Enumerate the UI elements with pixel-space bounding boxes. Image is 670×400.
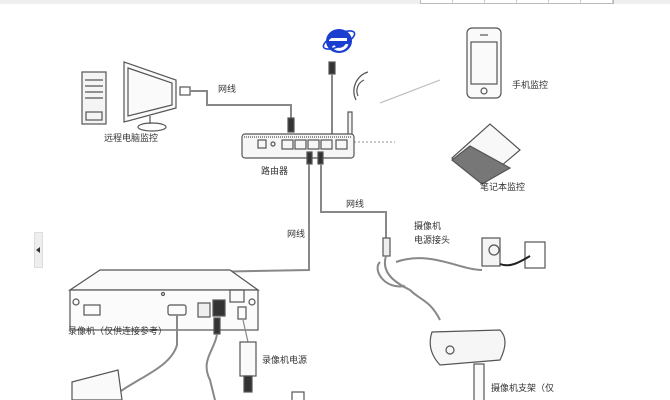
nvr-recorder-icon xyxy=(68,269,260,331)
label-camera-bracket: 摄像机支架（仅 xyxy=(491,384,555,394)
nvr-power-supply-icon xyxy=(239,341,257,377)
top-bar xyxy=(0,0,670,4)
label-laptop: 笔记本监控 xyxy=(480,183,526,193)
label-cable-top: 网线 xyxy=(218,85,237,95)
label-remote-pc: 远程电脑监控 xyxy=(104,134,159,144)
rj45-plug-icon xyxy=(287,117,295,133)
label-router: 路由器 xyxy=(261,167,289,177)
rj45-plug-icon xyxy=(179,86,191,96)
side-collapse-handle[interactable] xyxy=(34,232,43,268)
label-nvr-power: 录像机电源 xyxy=(262,356,308,366)
power-adapter-icon xyxy=(481,237,546,269)
phone-icon xyxy=(466,27,502,99)
mouse-icon xyxy=(291,391,305,400)
monitor-icon xyxy=(123,61,177,132)
laptop-icon xyxy=(451,123,521,185)
label-nvr: 录像机（仅供连接参考） xyxy=(68,327,168,337)
ie-logo-icon xyxy=(322,29,356,53)
label-camera-power-1: 摄像机 xyxy=(414,222,442,232)
label-camera-power-2: 电源接头 xyxy=(414,236,451,246)
label-phone: 手机监控 xyxy=(512,81,549,91)
label-cable-mid: 网线 xyxy=(287,230,306,240)
top-table xyxy=(420,0,614,4)
router-icon xyxy=(241,133,355,159)
bullet-camera-icon xyxy=(429,329,506,400)
monitor-icon xyxy=(71,369,123,400)
wifi-waves-icon xyxy=(353,71,369,101)
pc-tower-icon xyxy=(81,71,107,125)
label-cable-right: 网线 xyxy=(346,200,365,210)
